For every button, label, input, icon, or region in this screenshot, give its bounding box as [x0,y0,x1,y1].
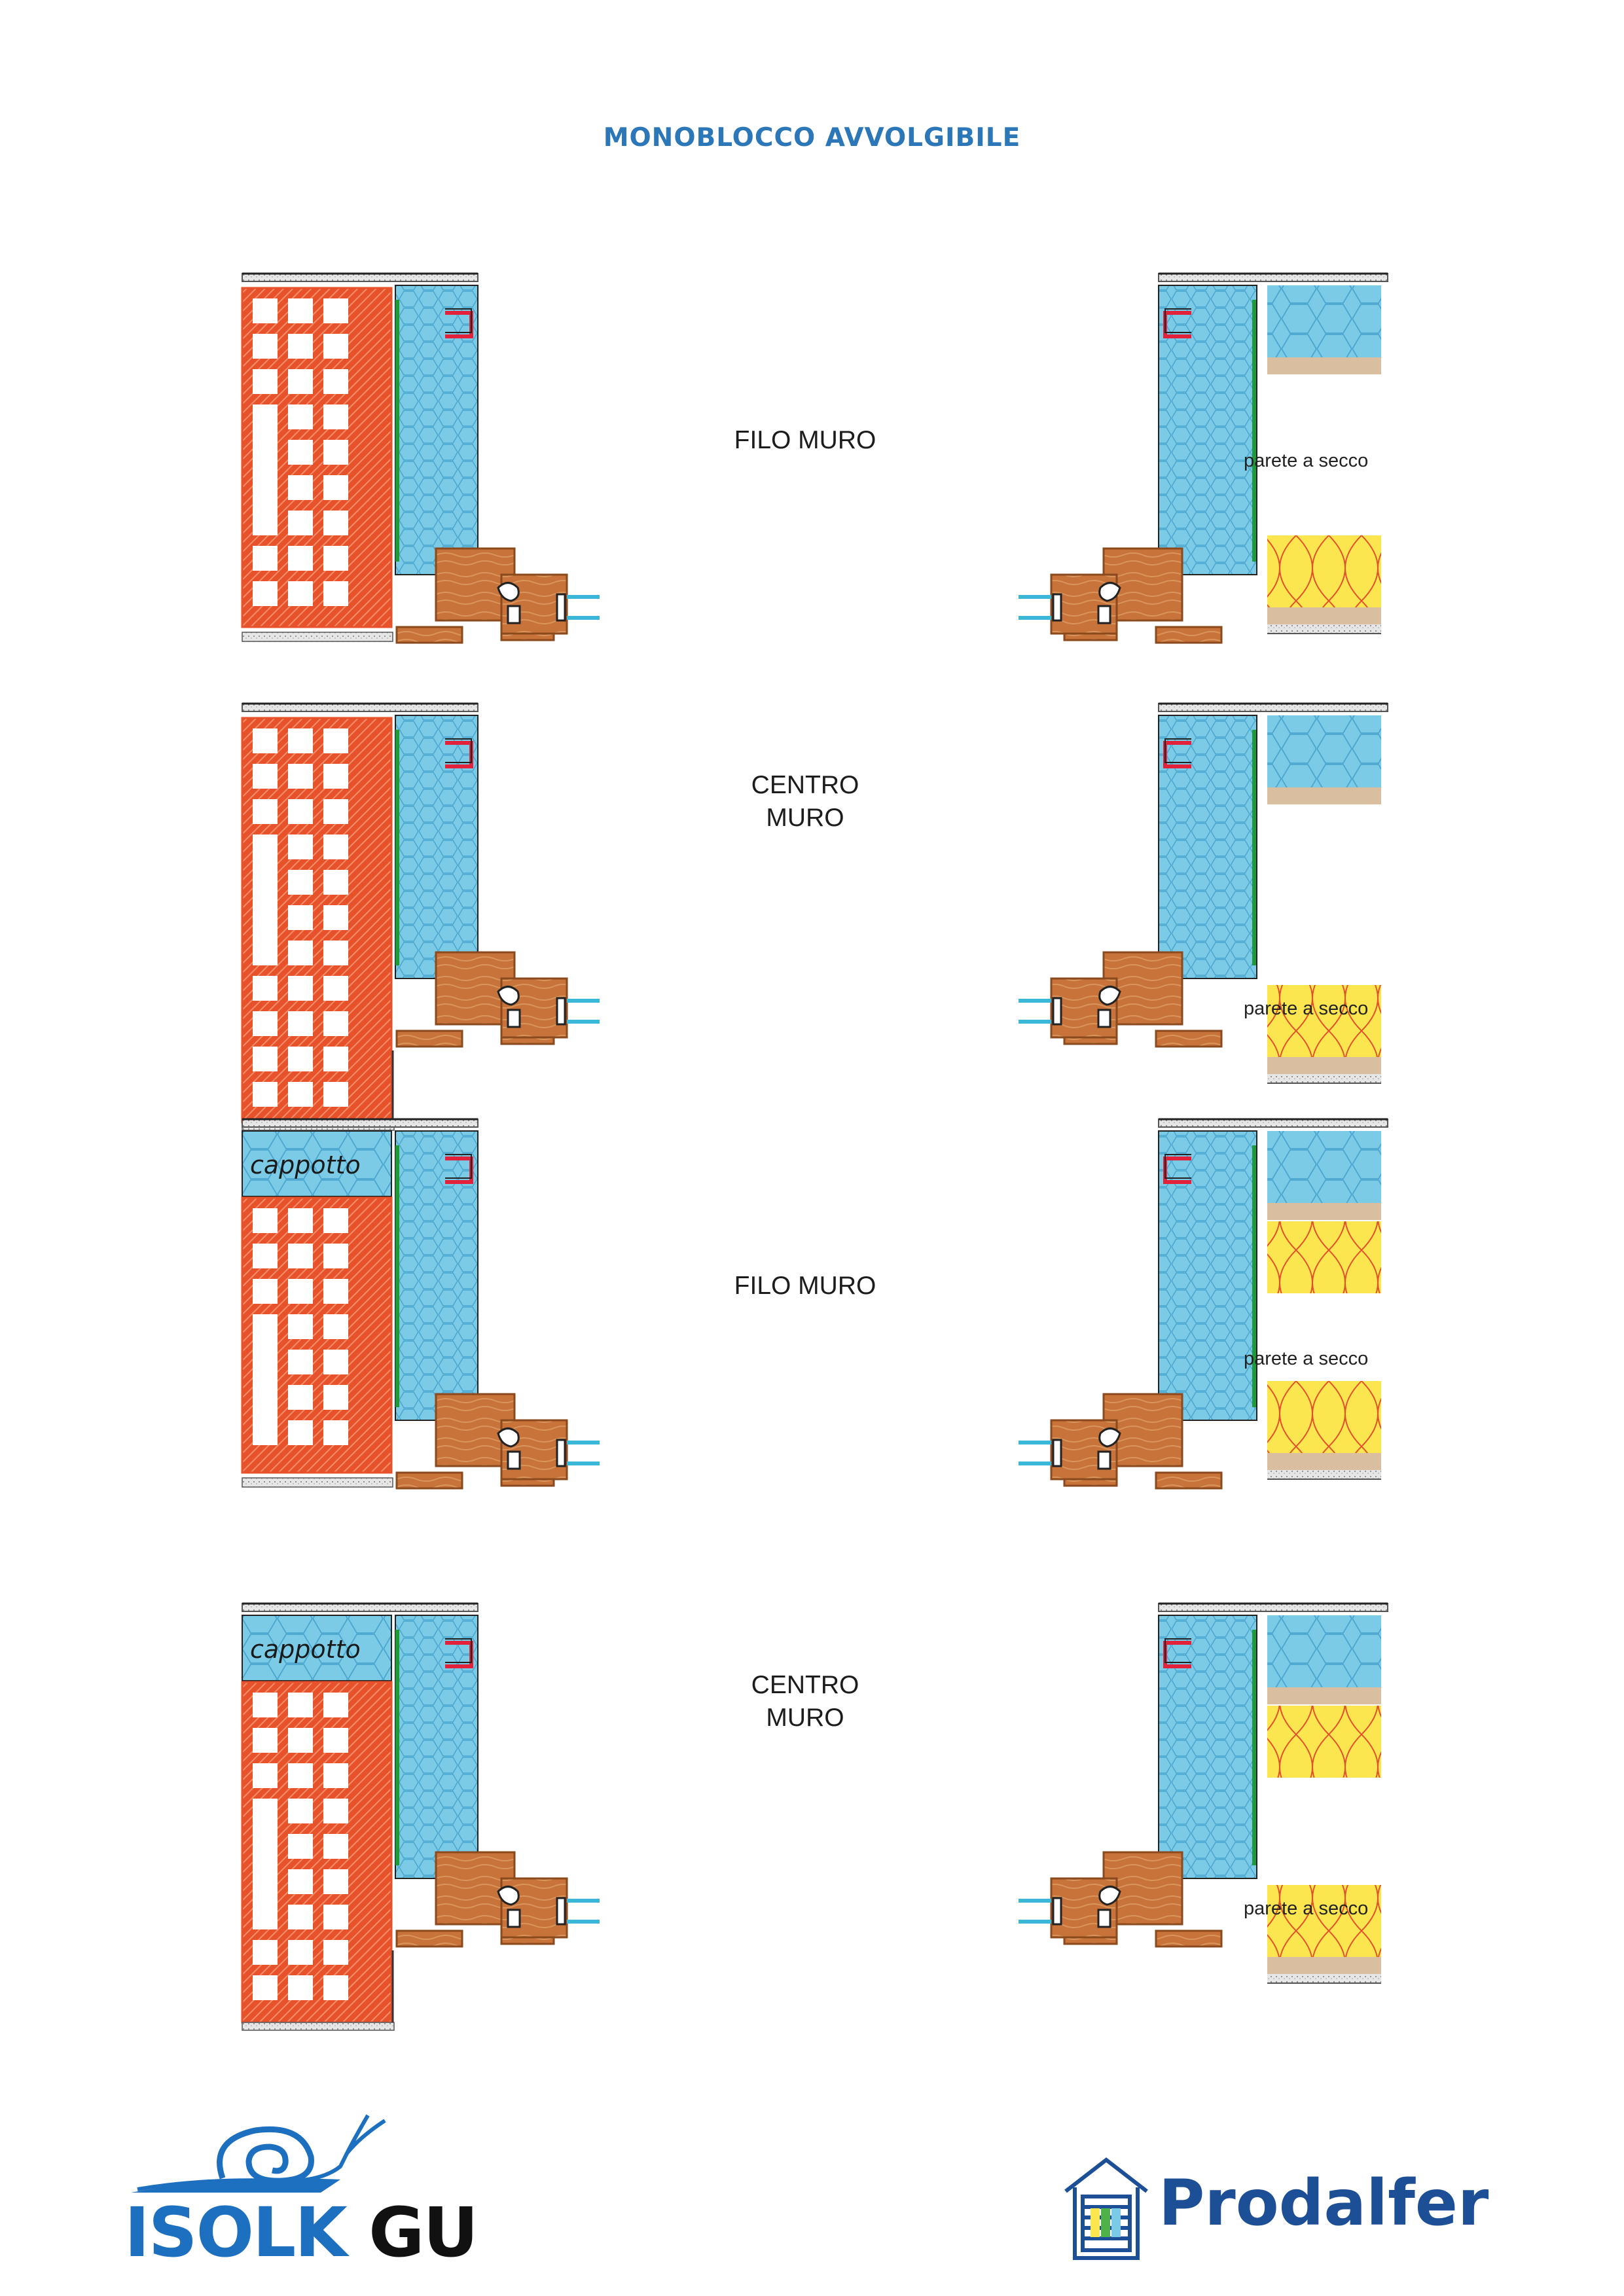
snail-logo-icon [131,2114,386,2193]
page-title: MONOBLOCCO AVVOLGIBILE [603,123,1021,152]
section-label-line: CENTRO [751,771,859,799]
dry-wall-label: parete a secco [1244,998,1369,1019]
section-4-right-drawing: parete a secco [1019,1602,1388,2029]
isolk-gu-logo: ISOLK GU [124,2101,491,2272]
section-label-line: FILO MURO [734,426,876,454]
section-1-right-drawing: parete a secco [1019,272,1388,660]
isolk-part-k: K [295,2193,348,2272]
section-4-label: CENTRO MURO [668,1669,943,1734]
section-label-line: CENTRO [751,1671,859,1699]
isolk-part-isol: ISOL [124,2193,296,2272]
section-2-left-drawing [241,702,609,1131]
section-2-right-drawing: parete a secco [1019,702,1388,1129]
prodalfer-text: Prodalfer [1159,2166,1489,2240]
prodalfer-logo: Prodalfer [1060,2153,1506,2265]
section-3-left-drawing: cappotto [241,1118,609,1505]
cappotto-label: cappotto [250,1635,361,1664]
section-1-left-drawing [241,272,609,660]
section-4-left-drawing: cappotto [241,1602,609,2031]
house-logo-icon [1064,2157,1148,2260]
section-1-label: FILO MURO [668,424,943,457]
isolk-part-gu: GU [346,2193,478,2272]
cappotto-label: cappotto [250,1151,361,1179]
section-3-label: FILO MURO [668,1270,943,1302]
dry-wall-label: parete a secco [1244,1348,1369,1369]
isolk-text: ISOLK GU [124,2193,478,2272]
section-3-right-drawing: parete a secco [1019,1118,1388,1505]
dry-wall-label: parete a secco [1244,1898,1369,1919]
dry-wall-label: parete a secco [1244,450,1369,471]
section-label-line: MURO [766,1704,844,1732]
section-label-line: FILO MURO [734,1272,876,1300]
section-2-label: CENTRO MURO [668,769,943,834]
section-label-line: MURO [766,804,844,832]
